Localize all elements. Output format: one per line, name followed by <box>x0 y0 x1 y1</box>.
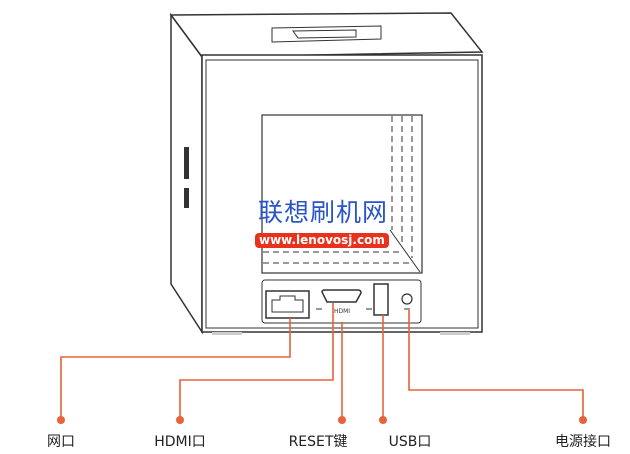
front-face <box>201 54 483 333</box>
callout-dots <box>57 416 587 424</box>
top-button <box>271 25 382 43</box>
watermark-url: www.lenovosj.com <box>255 233 389 248</box>
label-power: 电源接口 <box>555 434 611 450</box>
lan-callout <box>60 318 291 418</box>
side-vent <box>184 147 189 179</box>
label-lan: 网口 <box>47 434 75 450</box>
power-callout <box>408 310 584 418</box>
callout-lines <box>60 303 584 418</box>
ethernet-port <box>265 290 310 319</box>
usb-port <box>373 283 389 316</box>
inner-window <box>261 114 423 274</box>
label-reset: RESET键 <box>288 434 348 450</box>
label-hdmi: HDMI口 <box>154 434 206 450</box>
label-usb: USB口 <box>388 434 432 450</box>
power-port <box>401 293 413 305</box>
hdmi-port <box>321 289 362 303</box>
top-face <box>169 12 484 58</box>
watermark-title: 联想刷机网 <box>258 198 389 227</box>
hdmi-mark: HDMI <box>334 308 350 315</box>
device-body <box>169 12 484 335</box>
hdmi-callout <box>179 303 334 418</box>
